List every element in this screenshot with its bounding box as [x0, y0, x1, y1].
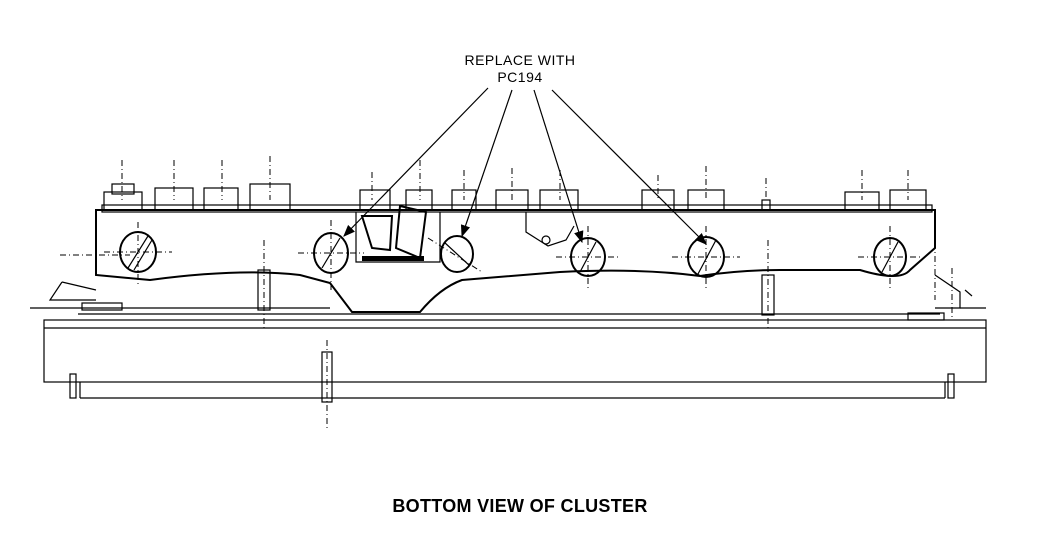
- callout-line-2: PC194: [497, 69, 543, 85]
- replace-callout: REPLACE WITH PC194: [420, 52, 620, 86]
- socket-3: [427, 235, 483, 273]
- center-cavity: [355, 204, 575, 263]
- center-lines: [121, 156, 909, 200]
- callout-leaders: [343, 87, 707, 245]
- socket-4: [556, 226, 620, 288]
- mounting-rail: [43, 302, 987, 430]
- socket-2: [298, 220, 364, 290]
- figure-caption: BOTTOM VIEW OF CLUSTER: [392, 496, 648, 516]
- socket-1: [104, 222, 172, 284]
- callout-line-1: REPLACE WITH: [464, 52, 576, 68]
- cluster-housing: [30, 209, 986, 330]
- terminal-connectors: [101, 183, 933, 213]
- socket-5: [672, 226, 740, 290]
- socket-6: [858, 226, 922, 288]
- bulb-sockets: [104, 220, 922, 290]
